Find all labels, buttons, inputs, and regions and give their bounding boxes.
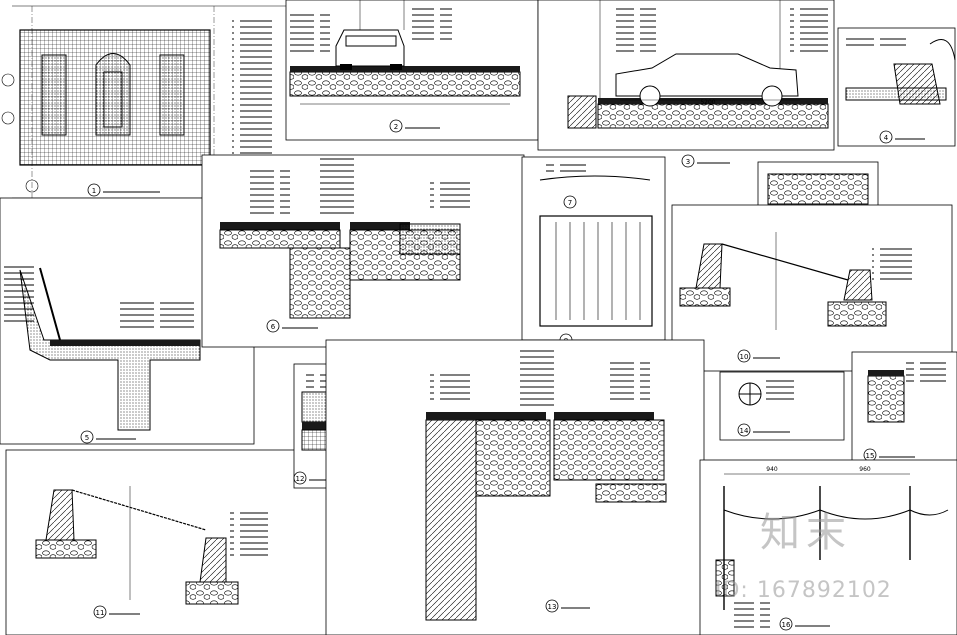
panel-detail-16: 940 960 16 (699, 459, 957, 635)
panel-detail-13: 13 (325, 339, 705, 635)
panel-detail-10: 10 (671, 204, 953, 372)
detail-label-7: 7 (563, 195, 577, 209)
panel-detail-6: 6 (201, 154, 525, 348)
panel-detail-11: 11 (5, 449, 329, 635)
panel-detail-1: 1 (1, 5, 290, 199)
svg-text:14: 14 (740, 427, 749, 435)
detail-label-11: 11 (93, 605, 140, 619)
svg-text:11: 11 (96, 609, 105, 617)
panel-detail-15: 15 (851, 351, 957, 467)
svg-text:10: 10 (740, 353, 749, 361)
panel-detail-4: 4 (837, 27, 956, 147)
fence-span-dimension-2: 960 (859, 466, 871, 473)
svg-text:1: 1 (92, 187, 96, 195)
watermark-id: ID: 167892102 (715, 578, 892, 603)
svg-text:7: 7 (568, 199, 572, 207)
svg-text:4: 4 (884, 134, 889, 142)
detail-label-2: 2 (389, 119, 440, 133)
svg-text:3: 3 (686, 158, 690, 166)
svg-text:15: 15 (866, 452, 875, 460)
detail-label-5: 5 (80, 430, 136, 444)
panel-detail-3: 5200 3 (537, 0, 835, 168)
detail-label-4: 4 (879, 130, 925, 144)
panel-detail-14: 14 (719, 371, 845, 441)
detail-label-10: 10 (737, 349, 780, 363)
fence-span-dimension-1: 940 (766, 466, 778, 473)
detail-label-1: 1 (87, 183, 160, 197)
svg-text:16: 16 (782, 621, 791, 629)
svg-text:12: 12 (296, 475, 305, 483)
detail-label-6: 6 (266, 319, 318, 333)
svg-text:2: 2 (394, 123, 398, 131)
detail-label-3: 3 (681, 154, 730, 168)
detail-label-13: 13 (545, 599, 590, 613)
detail-label-16: 16 (779, 617, 830, 631)
svg-text:13: 13 (548, 603, 557, 611)
svg-text:6: 6 (271, 323, 276, 331)
detail-label-14: 14 (737, 423, 790, 437)
panel-detail-7: 7 8 (521, 156, 666, 347)
panel-detail-2: 2 (285, 0, 539, 141)
svg-text:5: 5 (85, 434, 89, 442)
detail-label-15: 15 (863, 448, 915, 462)
watermark-logo: 知末 (760, 510, 852, 556)
car-length-dimension: 5200 (700, 99, 715, 106)
